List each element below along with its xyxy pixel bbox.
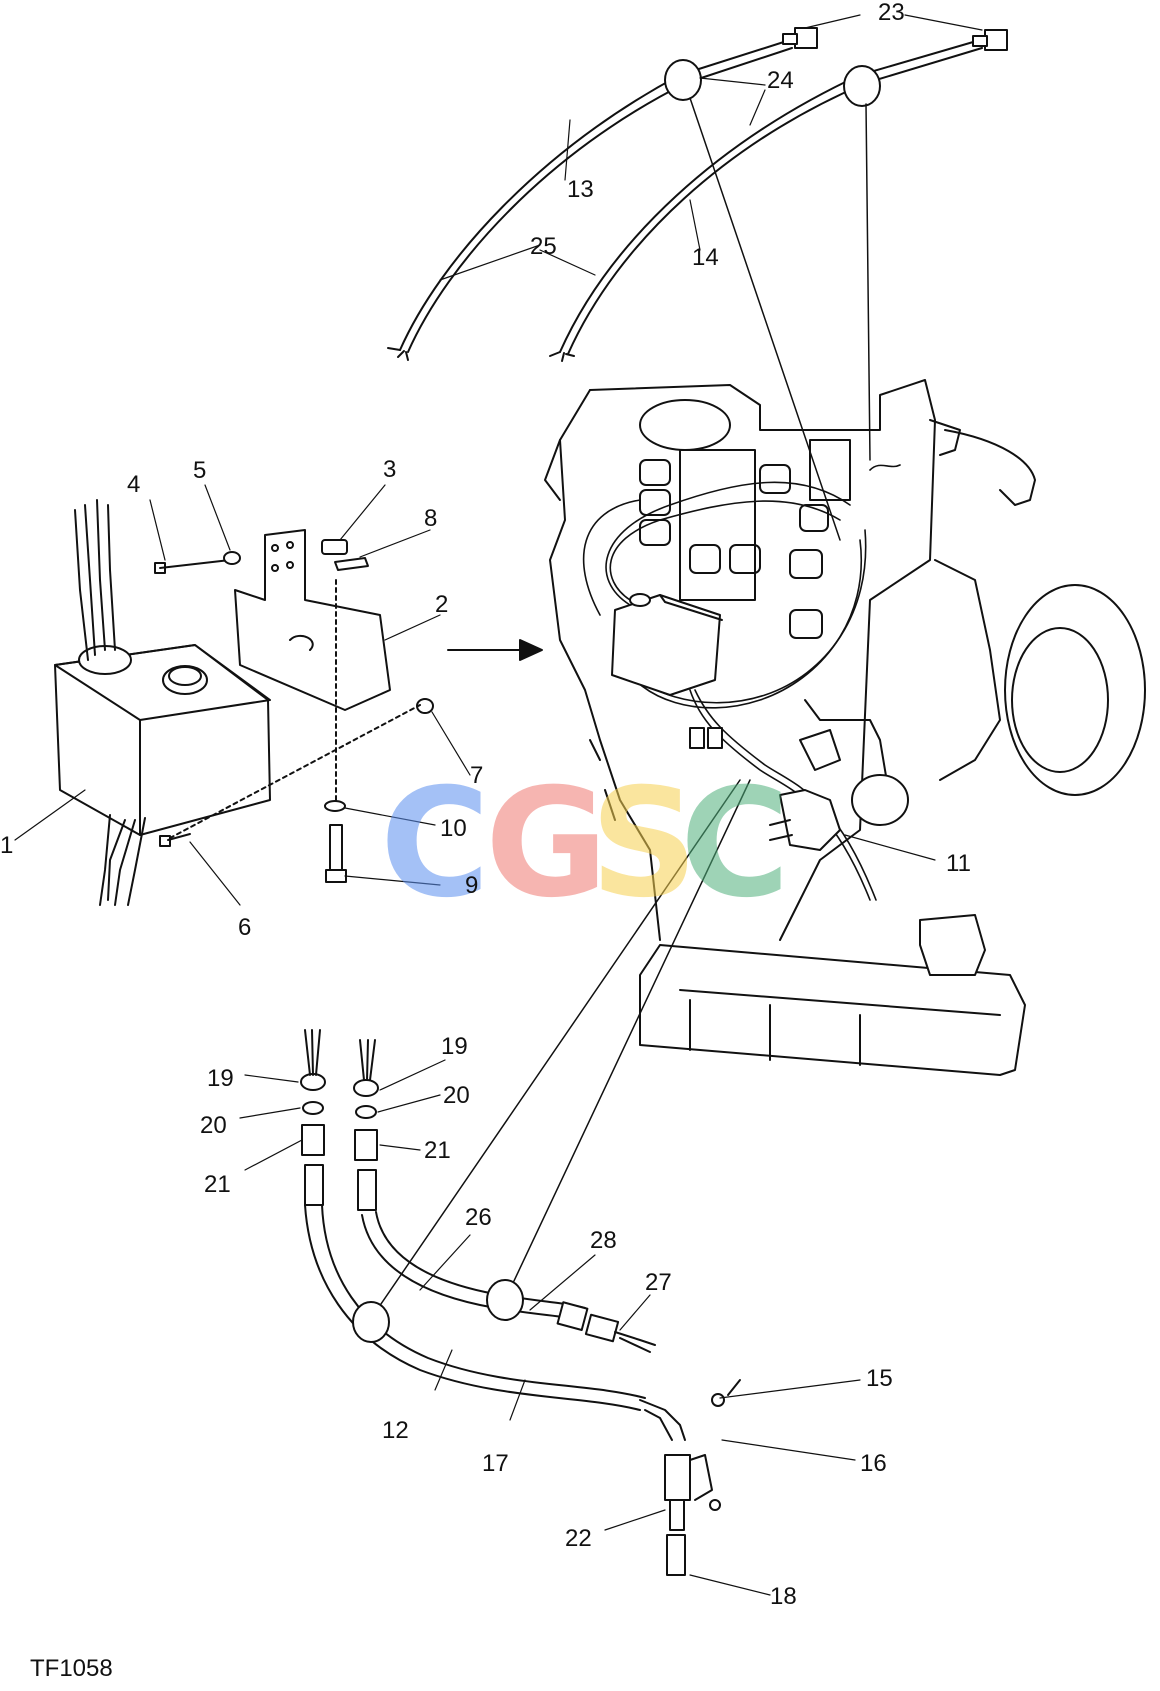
callout-1: 1 — [0, 832, 13, 859]
routing-lines — [369, 97, 871, 1321]
leader-lines — [14, 14, 983, 1596]
callout-8: 8 — [424, 505, 437, 532]
arrow-right-icon — [447, 639, 543, 661]
callout-21-right: 21 — [424, 1137, 451, 1164]
figure-code: TF1058 — [30, 1655, 113, 1682]
wiring-loom — [582, 464, 901, 901]
sensor-22 — [664, 1379, 741, 1576]
control-box-installed — [611, 593, 723, 696]
callout-10: 10 — [440, 815, 467, 842]
watermark-letter: C — [380, 757, 490, 931]
mounting-bracket — [234, 529, 391, 711]
callout-18: 18 — [770, 1583, 797, 1610]
sensor-assembly-11 — [689, 727, 909, 851]
callout-3: 3 — [383, 456, 396, 483]
callout-21-left: 21 — [204, 1171, 231, 1198]
valve-bank — [639, 439, 851, 639]
callout-14: 14 — [692, 244, 719, 271]
callout-24: 24 — [767, 67, 794, 94]
callout-15: 15 — [866, 1365, 893, 1392]
callout-4: 4 — [127, 471, 140, 498]
fasteners — [154, 539, 434, 883]
callout-20-left: 20 — [200, 1112, 227, 1139]
callout-13: 13 — [567, 176, 594, 203]
harness-13 — [387, 27, 818, 361]
callout-9: 9 — [465, 872, 478, 899]
callout-23: 23 — [878, 0, 905, 26]
machine-frame — [544, 379, 1146, 1076]
watermark-letter: S — [590, 757, 698, 931]
callout-27: 27 — [645, 1269, 672, 1296]
clamp-24-right — [843, 65, 881, 107]
watermark: C G S C — [380, 757, 790, 931]
harness-14 — [549, 29, 1008, 362]
callout-17: 17 — [482, 1450, 509, 1477]
callout-2: 2 — [435, 591, 448, 618]
clamp-24-left — [664, 59, 702, 101]
watermark-letter: G — [485, 757, 608, 931]
callout-19-left: 19 — [207, 1065, 234, 1092]
callout-26: 26 — [465, 1204, 492, 1231]
callout-6: 6 — [238, 914, 251, 941]
callout-20-right: 20 — [443, 1082, 470, 1109]
callout-11: 11 — [946, 850, 971, 877]
callout-5: 5 — [193, 457, 206, 484]
callout-28: 28 — [590, 1227, 617, 1254]
lower-cables — [304, 1204, 686, 1441]
watermark-letter: C — [680, 757, 790, 931]
callout-19-right: 19 — [441, 1033, 468, 1060]
callout-22: 22 — [565, 1525, 592, 1552]
callout-12: 12 — [382, 1417, 409, 1444]
fittings-right — [353, 1039, 379, 1211]
callout-7: 7 — [470, 762, 483, 789]
fittings-left — [300, 1029, 326, 1206]
callout-labels: 1 2 3 4 5 6 7 8 9 10 11 12 13 14 15 16 1… — [0, 0, 971, 1610]
callout-16: 16 — [860, 1450, 887, 1477]
control-box-exploded — [54, 499, 271, 906]
callout-25: 25 — [530, 233, 557, 260]
